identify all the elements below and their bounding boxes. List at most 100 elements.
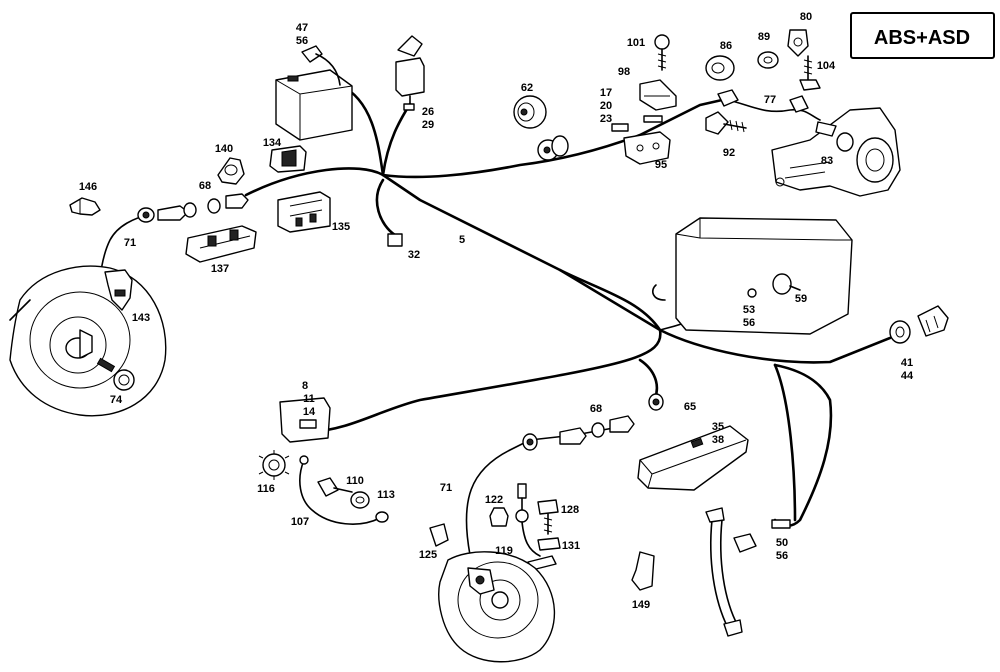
bolt-74 bbox=[96, 357, 135, 391]
bolt-128 bbox=[537, 499, 559, 535]
callout-104: 104 bbox=[817, 60, 836, 72]
callout-56-mid: 56 bbox=[743, 317, 755, 329]
connector-32 bbox=[387, 233, 403, 247]
callout-20: 20 bbox=[600, 100, 612, 112]
bolt-92 bbox=[705, 111, 747, 135]
control-module-35 bbox=[637, 425, 749, 491]
callout-68-lower: 68 bbox=[590, 403, 602, 415]
callout-116: 116 bbox=[257, 483, 275, 495]
sensor-119 bbox=[515, 483, 557, 571]
callout-11: 11 bbox=[303, 393, 315, 405]
callout-95: 95 bbox=[655, 159, 667, 171]
callout-5: 5 bbox=[459, 234, 465, 246]
front-left-brake-disc bbox=[9, 265, 167, 417]
cable-107 bbox=[299, 455, 389, 525]
grommet-89 bbox=[757, 51, 779, 69]
callout-146: 146 bbox=[79, 181, 97, 193]
callout-8: 8 bbox=[302, 380, 308, 392]
callout-89: 89 bbox=[758, 31, 770, 43]
callout-86: 86 bbox=[720, 40, 732, 52]
reservoir-59 bbox=[675, 217, 853, 335]
callout-17: 17 bbox=[600, 87, 612, 99]
connector-68-left bbox=[207, 193, 249, 214]
callout-71-upper: 71 bbox=[124, 237, 136, 249]
washer-131 bbox=[537, 537, 561, 551]
washer-113 bbox=[350, 491, 370, 509]
callout-92: 92 bbox=[723, 147, 735, 159]
callout-56-top: 56 bbox=[296, 35, 308, 47]
bracket-95 bbox=[623, 131, 671, 165]
bolt-110 bbox=[317, 477, 353, 497]
connector-71-left bbox=[137, 202, 197, 223]
hose-50 bbox=[705, 507, 791, 637]
connector-68-lower bbox=[591, 415, 635, 438]
grommet-140 bbox=[217, 157, 245, 185]
callout-80: 80 bbox=[800, 11, 812, 23]
callout-98: 98 bbox=[618, 66, 630, 78]
callout-26: 26 bbox=[422, 106, 434, 118]
control-unit-47 bbox=[275, 69, 353, 141]
callout-140: 140 bbox=[215, 143, 233, 155]
callout-32: 32 bbox=[408, 249, 420, 261]
callout-44: 44 bbox=[901, 370, 914, 382]
callout-131: 131 bbox=[562, 540, 580, 552]
grommet-86 bbox=[705, 55, 735, 81]
diagram-title: ABS+ASD bbox=[874, 27, 970, 49]
plug-41 bbox=[889, 305, 949, 344]
screw-101 bbox=[654, 34, 670, 71]
callout-50: 50 bbox=[776, 537, 788, 549]
callout-41: 41 bbox=[901, 357, 913, 369]
grommet-65 bbox=[648, 393, 664, 411]
bracket-98 bbox=[639, 79, 677, 123]
clip-146 bbox=[69, 197, 101, 216]
callout-149: 149 bbox=[632, 599, 650, 611]
callout-113: 113 bbox=[377, 489, 395, 501]
sensor-ring-116 bbox=[258, 450, 290, 480]
callout-14: 14 bbox=[303, 406, 316, 418]
clip-80 bbox=[787, 29, 809, 57]
callout-59: 59 bbox=[795, 293, 807, 305]
holder-134 bbox=[269, 145, 307, 173]
callout-134: 134 bbox=[263, 137, 282, 149]
callout-38: 38 bbox=[712, 434, 724, 446]
callout-135: 135 bbox=[332, 221, 350, 233]
rear-brake-disc bbox=[438, 551, 556, 663]
callout-137: 137 bbox=[211, 263, 229, 275]
callout-47: 47 bbox=[296, 22, 308, 34]
callouts: 47 56 26 29 101 86 89 80 104 98 62 17 20… bbox=[79, 11, 914, 611]
cap-122 bbox=[489, 507, 509, 527]
callout-29: 29 bbox=[422, 119, 434, 131]
callout-110: 110 bbox=[346, 475, 364, 487]
callout-56-lower: 56 bbox=[776, 550, 788, 562]
callout-35: 35 bbox=[712, 421, 724, 433]
sensor-bracket-143 bbox=[104, 269, 133, 311]
callout-128: 128 bbox=[561, 504, 579, 516]
callout-125: 125 bbox=[419, 549, 437, 561]
relay-26 bbox=[395, 35, 425, 111]
callout-71-lower: 71 bbox=[440, 482, 452, 494]
connector-block-135 bbox=[277, 191, 331, 233]
callout-119: 119 bbox=[495, 545, 513, 557]
title-box: ABS+ASD bbox=[850, 12, 995, 59]
gearbox-83 bbox=[771, 107, 901, 197]
callout-143: 143 bbox=[132, 312, 150, 324]
clip-125 bbox=[429, 523, 449, 547]
bolt-104 bbox=[799, 55, 821, 91]
callout-53: 53 bbox=[743, 304, 755, 316]
bracket-8 bbox=[279, 397, 331, 443]
connector-block-137 bbox=[185, 225, 257, 263]
callout-101: 101 bbox=[627, 37, 645, 49]
callout-65: 65 bbox=[684, 401, 696, 413]
connector-plug-56 bbox=[301, 45, 341, 86]
bracket-149 bbox=[631, 551, 655, 591]
connector-71-lower bbox=[522, 427, 587, 451]
tag-17 bbox=[611, 123, 629, 132]
callout-107: 107 bbox=[291, 516, 309, 528]
callout-74: 74 bbox=[110, 394, 123, 406]
callout-68-upper: 68 bbox=[199, 180, 211, 192]
connector-77 bbox=[717, 89, 809, 113]
callout-62: 62 bbox=[521, 82, 533, 94]
callout-23: 23 bbox=[600, 113, 612, 125]
